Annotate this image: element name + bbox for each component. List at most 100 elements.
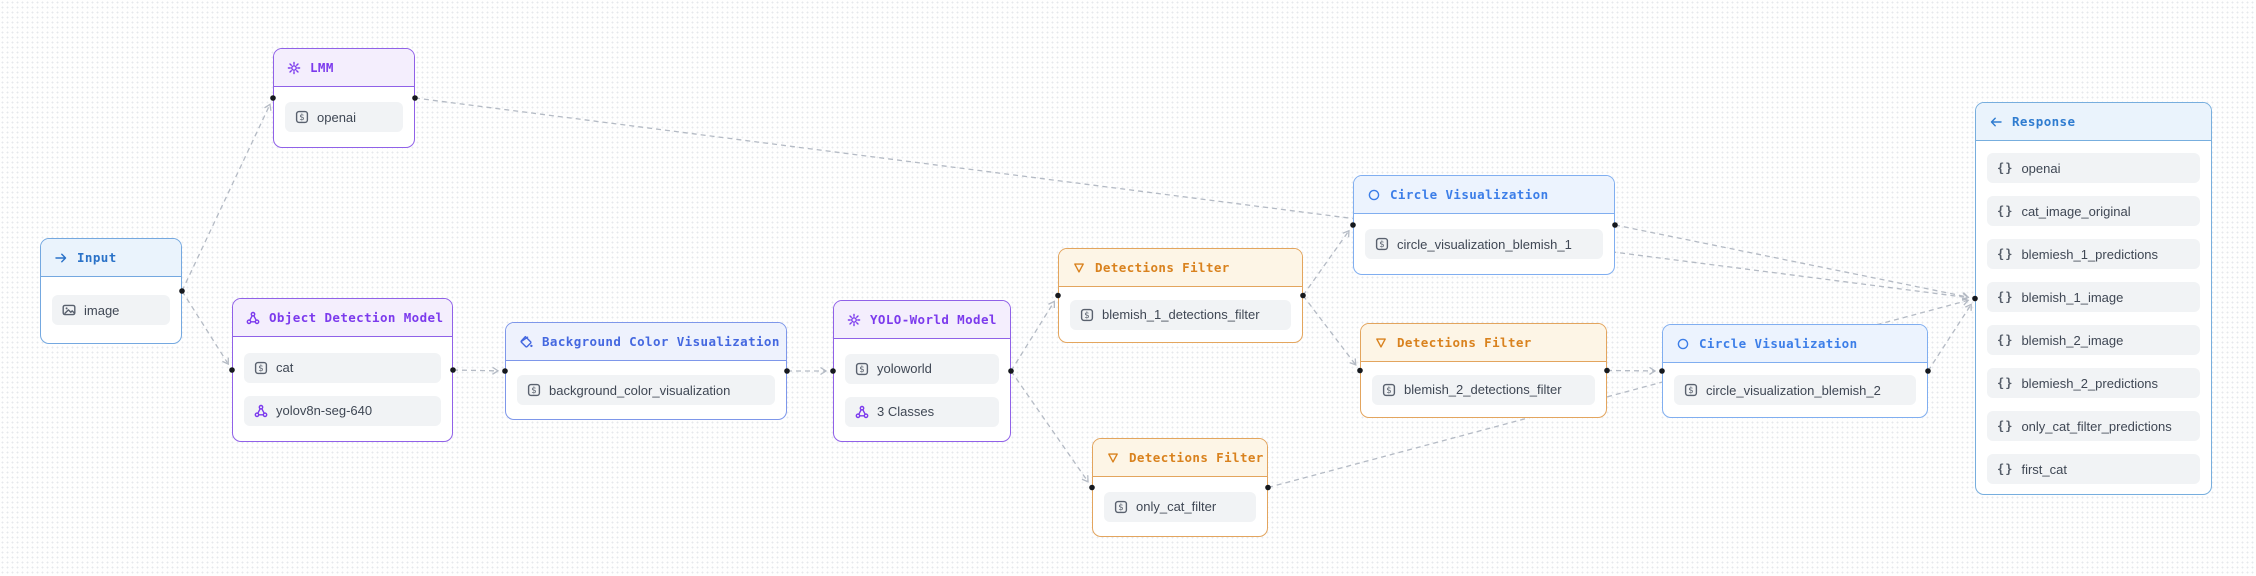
- node-header[interactable]: Object Detection Model: [233, 299, 452, 337]
- edge-circle_b1-to-response: [1614, 224, 1970, 301]
- gear-icon: [847, 313, 861, 327]
- braces-icon: {}: [1997, 161, 2014, 175]
- node-item[interactable]: yolov8n-seg-640: [244, 395, 441, 426]
- molecule-icon: [254, 404, 268, 418]
- node-body: $ blemish_1_detections_filter: [1059, 287, 1302, 342]
- node-item[interactable]: $ yoloworld: [845, 353, 999, 384]
- node-response[interactable]: Response{}openai{}cat_image_original{}bl…: [1975, 102, 2212, 495]
- node-item[interactable]: image: [52, 295, 170, 325]
- node-circle_b1[interactable]: Circle Visualization $circle_visualizatio…: [1353, 175, 1615, 275]
- edge-filter_b1-to-circle_b1: [1302, 229, 1350, 296]
- node-body: $ cat yolov8n-seg-640: [233, 337, 452, 441]
- node-header[interactable]: Detections Filter: [1093, 439, 1267, 477]
- funnel-icon: [1072, 261, 1086, 275]
- node-item[interactable]: {} first_cat: [1987, 454, 2200, 484]
- node-lmm[interactable]: LMM $openai: [273, 48, 415, 148]
- node-item-label: blemish_1_image: [2021, 289, 2124, 305]
- edge-yolo-to-filter_b1: [1010, 300, 1056, 372]
- node-header[interactable]: Input: [41, 239, 181, 277]
- node-item[interactable]: 3 Classes: [845, 396, 999, 427]
- node-filter_b2[interactable]: Detections Filter $blemish_2_detections_f…: [1360, 323, 1607, 418]
- node-body: $only_cat_filter: [1093, 477, 1267, 536]
- node-header[interactable]: Background Color Visualization: [506, 323, 786, 361]
- dollar-param-icon: $: [1375, 237, 1389, 251]
- funnel-icon: [1106, 451, 1120, 465]
- svg-text:$: $: [1084, 311, 1089, 321]
- node-item[interactable]: {} cat_image_original: [1987, 196, 2200, 226]
- node-item-label: cat_image_original: [2021, 203, 2131, 219]
- node-header[interactable]: Response: [1976, 103, 2211, 141]
- node-bcv[interactable]: Background Color Visualization $backgroun…: [505, 322, 787, 420]
- dollar-param-icon: $: [1080, 308, 1094, 322]
- node-item[interactable]: $ blemish_1_detections_filter: [1070, 299, 1291, 330]
- node-header[interactable]: Circle Visualization: [1663, 325, 1927, 363]
- node-item[interactable]: $only_cat_filter: [1104, 491, 1256, 522]
- braces-icon: {}: [1997, 204, 2014, 218]
- node-header[interactable]: Detections Filter: [1059, 249, 1302, 287]
- arrow-left-icon: [1989, 115, 2003, 129]
- braces-icon: {}: [1997, 247, 2014, 261]
- node-header[interactable]: YOLO-World Model: [834, 301, 1010, 339]
- node-header[interactable]: Detections Filter: [1361, 324, 1606, 362]
- node-title: Circle Visualization: [1390, 187, 1549, 202]
- node-yolo[interactable]: YOLO-World Model $ yoloworld 3 Classes: [833, 300, 1011, 442]
- node-item[interactable]: {}only_cat_filter_predictions: [1987, 411, 2200, 441]
- dollar-param-icon: $: [254, 361, 268, 375]
- braces-icon: {}: [1997, 290, 2014, 304]
- image-icon: [62, 303, 76, 317]
- node-title: Circle Visualization: [1699, 336, 1858, 351]
- node-item[interactable]: $background_color_visualization: [517, 375, 775, 405]
- node-filter_cat[interactable]: Detections Filter $only_cat_filter: [1092, 438, 1268, 537]
- svg-text:$: $: [258, 364, 263, 374]
- node-item-label: only_cat_filter: [1136, 499, 1217, 514]
- edge-yolo-to-filter_cat: [1010, 370, 1089, 483]
- paint-bucket-icon: [519, 335, 533, 349]
- node-title: Detections Filter: [1095, 260, 1230, 275]
- braces-icon: {}: [1997, 376, 2014, 390]
- node-title: Input: [77, 250, 117, 265]
- molecule-icon: [855, 405, 869, 419]
- node-item[interactable]: {} blemiesh_2_predictions: [1987, 368, 2200, 398]
- node-item[interactable]: $blemish_2_detections_filter: [1372, 374, 1595, 405]
- node-item[interactable]: $circle_visualization_blemish_1: [1365, 229, 1603, 259]
- node-header[interactable]: Circle Visualization: [1354, 176, 1614, 214]
- node-item[interactable]: {} openai: [1987, 153, 2200, 183]
- node-item-label: blemish_1_detections_filter: [1102, 307, 1260, 322]
- node-body: {} openai {} cat_image_original {} blemiesh_1…: [1976, 141, 2211, 494]
- node-item-label: blemiesh_2_predictions: [2021, 375, 2159, 391]
- node-item[interactable]: {} blemish_1_image: [1987, 282, 2200, 312]
- node-item[interactable]: $ cat: [244, 352, 441, 383]
- braces-icon: {}: [1997, 462, 2014, 476]
- node-title: YOLO-World Model: [870, 312, 997, 327]
- node-item-label: image: [84, 302, 120, 318]
- node-item-label: 3 Classes: [877, 404, 935, 419]
- node-item[interactable]: {} blemiesh_1_predictions: [1987, 239, 2200, 269]
- dollar-param-icon: $: [855, 362, 869, 376]
- node-item-label: cat: [276, 360, 294, 375]
- molecule-icon: [246, 311, 260, 325]
- node-title: Object Detection Model: [269, 310, 444, 325]
- node-filter_b1[interactable]: Detections Filter $ blemish_1_detections_f…: [1058, 248, 1303, 343]
- node-item-label: background_color_visualization: [549, 382, 731, 398]
- dollar-param-icon: $: [1382, 383, 1396, 397]
- node-item[interactable]: $openai: [285, 102, 403, 132]
- node-item-label: blemiesh_1_predictions: [2021, 246, 2159, 262]
- node-item-label: openai: [2021, 160, 2061, 176]
- node-body: $ yoloworld 3 Classes: [834, 339, 1010, 441]
- node-item[interactable]: $circle_visualization_blemish_2: [1674, 375, 1916, 405]
- node-item-label: first_cat: [2021, 461, 2067, 477]
- gear-icon: [287, 61, 301, 75]
- node-input[interactable]: Input image: [40, 238, 182, 344]
- node-circle_b2[interactable]: Circle Visualization $circle_visualizatio…: [1662, 324, 1928, 418]
- dollar-param-icon: $: [295, 110, 309, 124]
- node-odm[interactable]: Object Detection Model $ cat yolov8n-seg-64…: [232, 298, 453, 442]
- circle-icon: [1367, 188, 1381, 202]
- node-item-label: yoloworld: [877, 361, 932, 376]
- node-item[interactable]: {}blemish_2_image: [1987, 325, 2200, 355]
- node-title: Background Color Visualization: [542, 334, 780, 349]
- svg-text:$: $: [1688, 386, 1693, 396]
- node-title: LMM: [310, 60, 334, 75]
- node-header[interactable]: LMM: [274, 49, 414, 87]
- braces-icon: {}: [1997, 419, 2014, 433]
